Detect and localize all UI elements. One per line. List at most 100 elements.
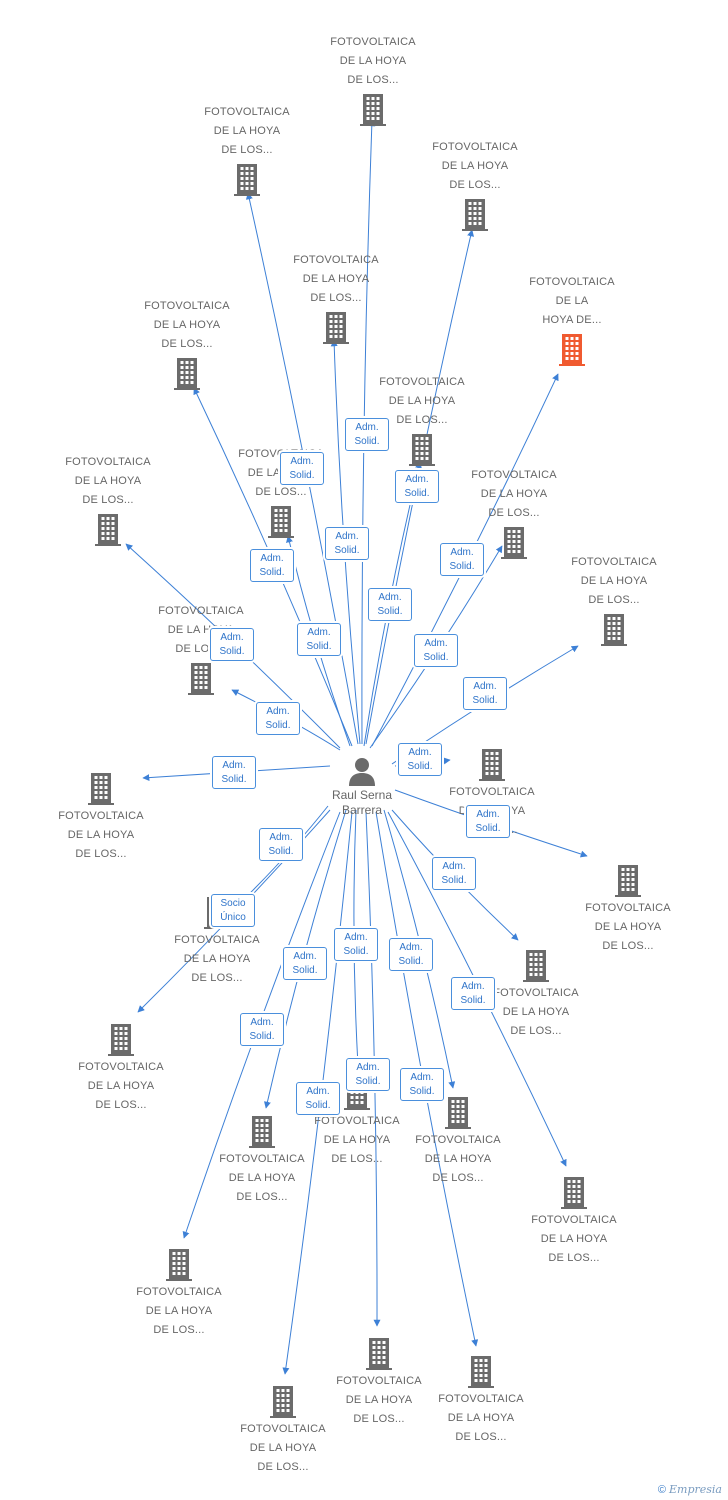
building-icon <box>188 663 214 695</box>
company-label-line3: DE LOS... <box>432 1172 484 1184</box>
badge-line1: Adm. <box>450 547 474 558</box>
company-label-line3: DE LOS... <box>396 414 448 426</box>
badge-line1: Adm. <box>290 456 314 467</box>
company-label-line2: DE LA HOYA <box>153 319 221 331</box>
role-badge-adm-solid-3[interactable]: Adm.Solid. <box>395 470 439 503</box>
role-badge-adm-solid-12[interactable]: Adm.Solid. <box>256 702 300 735</box>
badge-line2: Solid. <box>404 488 430 499</box>
badge-line1: Adm. <box>306 1086 330 1097</box>
badge-line1: Adm. <box>293 951 317 962</box>
building-icon <box>409 434 435 466</box>
role-badge-adm-solid-10[interactable]: Adm.Solid. <box>414 634 458 667</box>
badge-line1: Adm. <box>355 422 379 433</box>
role-badge-adm-solid-16[interactable]: Adm.Solid. <box>259 828 303 861</box>
role-badge-adm-solid-17[interactable]: Adm. Solid. <box>432 857 476 890</box>
company-label-line2: DE LA HOYA <box>502 1006 570 1018</box>
role-badge-adm-solid-2[interactable]: Adm. Solid. <box>280 452 324 485</box>
company-label-line2: DE LA HOYA <box>388 395 456 407</box>
company-node-4[interactable]: FOTOVOLTAICA DE LA HOYA DE... <box>522 275 622 366</box>
company-label-line2: DE LA HOYA <box>145 1305 213 1317</box>
badge-line1: Adm. <box>260 553 284 564</box>
company-label-line2: DE LA <box>555 295 589 307</box>
company-label-line3: DE LOS... <box>95 1099 147 1111</box>
company-node-6[interactable]: FOTOVOLTAICA DE LA HOYA DE LOS... <box>137 299 237 390</box>
badge-line2: Solid. <box>441 875 467 886</box>
role-badge-adm-solid-4[interactable]: Adm.Solid. <box>325 527 369 560</box>
company-node-7[interactable]: FOTOVOLTAICA DE LA HOYA DE LOS... <box>372 375 472 466</box>
role-badge-adm-solid-5[interactable]: Adm.Solid. <box>440 543 484 576</box>
company-label-line1: FOTOVOLTAICA <box>529 276 615 288</box>
role-badge-adm-solid-9[interactable]: Adm.Solid. <box>297 623 341 656</box>
badge-line1: Adm. <box>250 1017 274 1028</box>
role-badge-adm-solid-22[interactable]: Adm.Solid. <box>451 977 495 1010</box>
role-badge-adm-solid-24[interactable]: Adm.Solid. <box>346 1058 390 1091</box>
role-badge-adm-solid-21[interactable]: Adm.Solid. <box>283 947 327 980</box>
role-badge-adm-solid-6[interactable]: Adm.Solid. <box>250 549 294 582</box>
company-label-line1: FOTOVOLTAICA <box>379 376 465 388</box>
badge-line1: Adm. <box>442 861 466 872</box>
badge-line2: Solid. <box>472 695 498 706</box>
company-label: FOTOVOLTAICA DE LA HOYA DE LOS... <box>137 299 237 352</box>
role-badge-adm-solid-14[interactable]: Adm.Solid. <box>398 743 442 776</box>
company-label-line2: DE LA HOYA <box>74 475 142 487</box>
person-icon <box>349 758 375 786</box>
company-label-line1: FOTOVOLTAICA <box>144 300 230 312</box>
company-label-line2: DE LA HOYA <box>447 1412 515 1424</box>
company-label-line3: DE LOS... <box>257 1461 309 1473</box>
badge-line2: Solid. <box>407 761 433 772</box>
badge-line2: Solid. <box>289 470 315 481</box>
role-badge-adm-solid-25[interactable]: Adm.Solid. <box>400 1068 444 1101</box>
role-badge-adm-solid-23[interactable]: Adm.Solid. <box>240 1013 284 1046</box>
badge-line1: Adm. <box>424 638 448 649</box>
role-badge-adm-solid-11[interactable]: Adm.Solid. <box>463 677 507 710</box>
company-label-line3: DE LOS... <box>331 1153 383 1165</box>
building-icon <box>249 1116 275 1148</box>
company-label-line1: FOTOVOLTAICA <box>158 605 244 617</box>
company-label-line1: FOTOVOLTAICA <box>571 556 657 568</box>
role-badge-adm-solid-19[interactable]: Adm.Solid. <box>334 928 378 961</box>
role-badge-adm-solid-7[interactable]: Adm.Solid. <box>368 588 412 621</box>
role-badge-adm-solid-13[interactable]: Adm.Solid. <box>212 756 256 789</box>
role-badge-adm-solid-8[interactable]: Adm.Solid. <box>210 628 254 661</box>
person-node[interactable]: Raul Serna Barrera <box>312 756 412 818</box>
brand-name[interactable]: Empresia <box>669 1483 722 1496</box>
role-badge-adm-solid-26[interactable]: Adm.Solid. <box>296 1082 340 1115</box>
company-label-line3: HOYA DE... <box>542 314 602 326</box>
role-badge-adm-solid-1[interactable]: Adm.Solid. <box>345 418 389 451</box>
company-label-line1: FOTOVOLTAICA <box>314 1115 400 1127</box>
company-label-line3: DE LOS... <box>488 507 540 519</box>
role-badge-adm-solid-15[interactable]: Adm.Solid. <box>466 805 510 838</box>
role-badge-adm-solid-20[interactable]: Adm.Solid. <box>389 938 433 971</box>
company-label-line3: DE LOS... <box>161 338 213 350</box>
company-label-line3: DE LOS... <box>236 1191 288 1203</box>
